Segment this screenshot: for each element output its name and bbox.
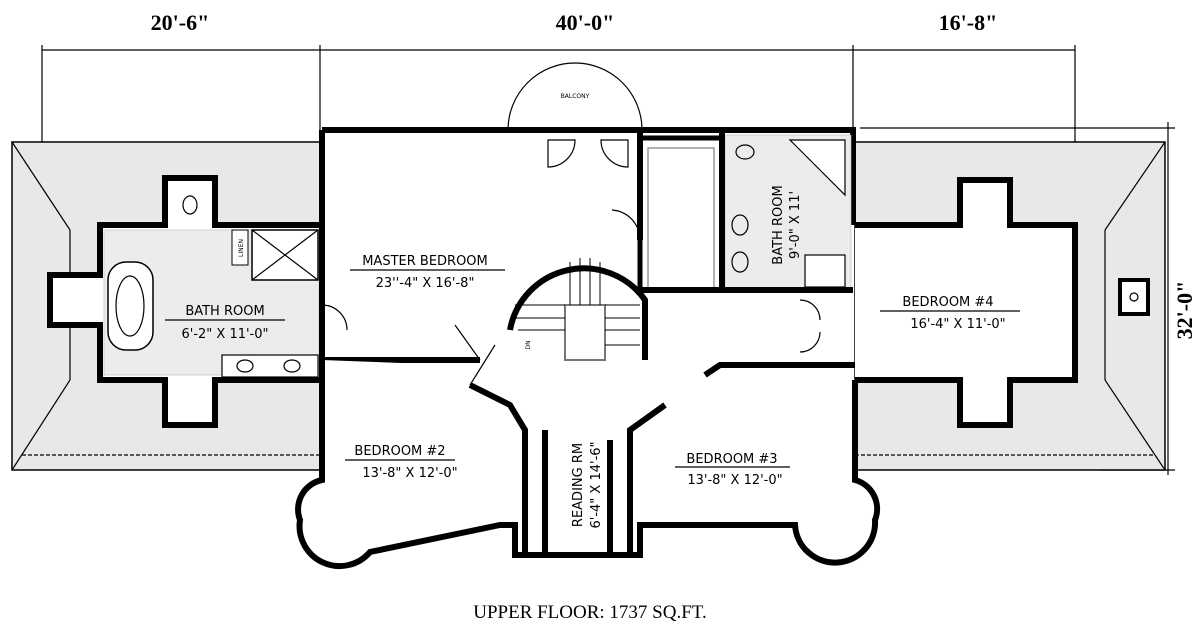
reading-room-size: 6'-4" X 14'-6" [589,441,604,528]
dimension-left-width: 20'-6" [151,10,210,35]
dimension-lines [41,45,1175,475]
bedroom4-name: BEDROOM #4 [902,295,993,310]
bedroom2-name: BEDROOM #2 [354,444,445,459]
stair-down-label: DN [525,340,532,349]
bath-right-size: 9'-0" X 11' [788,191,803,259]
main-block: DN [295,127,881,570]
linen-label: LINEN [238,239,245,257]
bath-right-name: BATH ROOM [771,185,786,264]
bedroom2-size: 13'-8" X 12'-0" [362,466,457,481]
balcony-label: BALCONY [561,93,590,100]
bedroom4-size: 16'-4" X 11'-0" [910,317,1005,332]
left-wing: LINEN [47,175,325,428]
dimension-depth: 32'-0" [1172,281,1197,340]
bedroom3-name: BEDROOM #3 [686,452,777,467]
reading-room-name: READING RM [571,443,586,527]
dimension-right-width: 16'-8" [939,10,998,35]
bath-left-size: 6'-2" X 11'-0" [181,327,268,342]
bath-left-name: BATH ROOM [185,304,264,319]
dimension-center-width: 40'-0" [556,10,615,35]
master-bedroom-size: 23''-4" X 16'-8" [376,276,475,291]
floor-title: UPPER FLOOR: 1737 SQ.FT. [473,602,707,623]
master-bedroom-name: MASTER BEDROOM [362,254,488,269]
balcony: BALCONY [507,62,643,131]
right-wing [855,177,1078,428]
bedroom3-size: 13'-8" X 12'-0" [687,473,782,488]
